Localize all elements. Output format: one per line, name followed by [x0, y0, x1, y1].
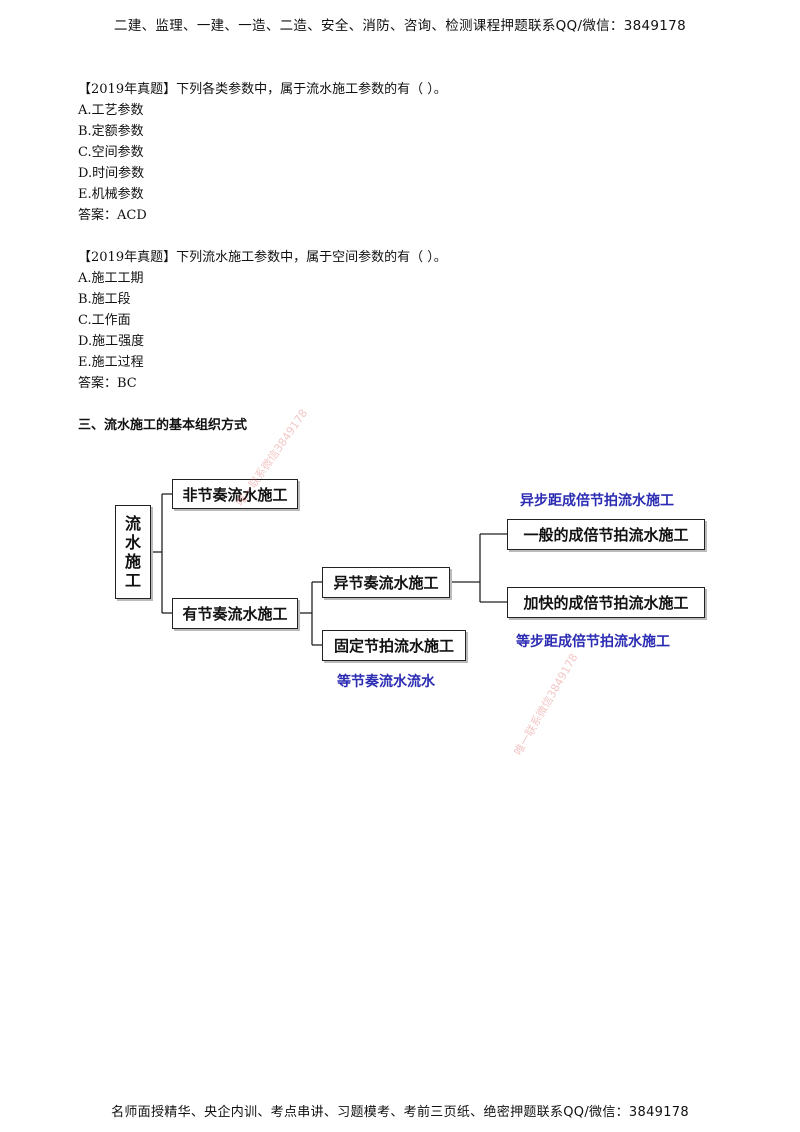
- question-stem: 【2019年真题】下列流水施工参数中，属于空间参数的有（ ）。: [78, 250, 447, 265]
- option-a: A.施工工期: [78, 271, 144, 286]
- node-general-multiple: 一般的成倍节拍流水施工: [507, 519, 705, 550]
- section-title: 三、流水施工的基本组织方式: [78, 418, 248, 433]
- root-node-flow-construction: 流水施工: [115, 505, 151, 599]
- answer: 答案：BC: [78, 376, 137, 391]
- label-equal-rhythm: 等节奏流水流水: [337, 674, 435, 690]
- node-rhythmic: 有节奏流水施工: [172, 598, 298, 629]
- option-e: E.施工过程: [78, 355, 144, 370]
- option-c: C.空间参数: [78, 145, 144, 160]
- node-unequal-rhythm: 异节奏流水施工: [322, 567, 450, 598]
- option-a: A.工艺参数: [78, 103, 144, 118]
- question-stem: 【2019年真题】下列各类参数中，属于流水施工参数的有（ ）。: [78, 82, 447, 97]
- option-b: B.施工段: [78, 292, 131, 307]
- question-2: 【2019年真题】下列流水施工参数中，属于空间参数的有（ ）。 A.施工工期 B…: [78, 247, 447, 394]
- node-fast-multiple: 加快的成倍节拍流水施工: [507, 587, 705, 618]
- question-1: 【2019年真题】下列各类参数中，属于流水施工参数的有（ ）。 A.工艺参数 B…: [78, 79, 447, 226]
- node-non-rhythmic: 非节奏流水施工: [172, 479, 298, 509]
- page-footer: 名师面授精华、央企内训、考点串讲、习题模考、考前三页纸、绝密押题联系QQ/微信：…: [111, 1105, 689, 1120]
- option-d: D.时间参数: [78, 166, 145, 181]
- option-e: E.机械参数: [78, 187, 144, 202]
- answer: 答案：ACD: [78, 208, 147, 223]
- page-header: 二建、监理、一建、一造、二造、安全、消防、咨询、检测课程押题联系QQ/微信：38…: [114, 18, 686, 34]
- label-unequal-step: 异步距成倍节拍流水施工: [520, 493, 674, 509]
- node-fixed-rhythm: 固定节拍流水施工: [322, 630, 466, 661]
- option-b: B.定额参数: [78, 124, 144, 139]
- option-c: C.工作面: [78, 313, 131, 328]
- label-equal-step: 等步距成倍节拍流水施工: [516, 634, 670, 650]
- option-d: D.施工强度: [78, 334, 145, 349]
